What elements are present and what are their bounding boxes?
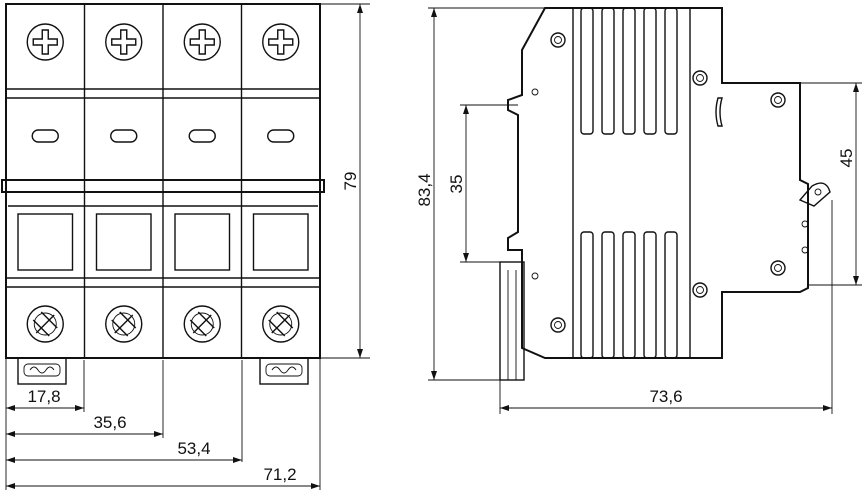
lower-fin xyxy=(601,231,615,359)
top-terminal-screw-icon xyxy=(262,23,300,61)
pole-window xyxy=(174,213,231,271)
bottom-terminal-screw-icon xyxy=(183,305,221,343)
din-clip-left xyxy=(17,357,67,385)
top-terminal-screw-icon xyxy=(183,23,221,61)
rivet-icon xyxy=(692,282,708,298)
pole-2 xyxy=(83,4,152,358)
dim-rail: 35 xyxy=(447,175,466,194)
pole-window xyxy=(17,213,74,271)
top-terminal-screw-icon xyxy=(105,23,143,61)
lever xyxy=(798,182,831,207)
label-slot xyxy=(110,129,138,143)
pole-3 xyxy=(162,4,231,358)
side-view xyxy=(499,7,831,381)
pole-1 xyxy=(17,23,74,343)
front-view xyxy=(1,3,325,385)
dim-two-poles: 35,6 xyxy=(93,413,126,432)
upper-fin xyxy=(580,7,594,135)
rivet-icon xyxy=(770,260,786,276)
dim-front-height: 45 xyxy=(837,149,856,168)
upper-fin xyxy=(601,7,615,135)
lower-fin xyxy=(580,231,594,359)
dim-four-poles: 71,2 xyxy=(263,465,296,484)
upper-fin xyxy=(664,7,678,135)
rivet-icon xyxy=(550,32,566,48)
pole-4 xyxy=(240,4,309,358)
lower-fin xyxy=(622,231,636,359)
side-dimensions: 83,4 35 45 73,6 xyxy=(415,7,862,414)
upper-fin xyxy=(622,7,636,135)
rivet-icon xyxy=(770,92,786,108)
bottom-terminal-screw-icon xyxy=(262,305,300,343)
label-slot xyxy=(188,129,216,143)
front-dimensions: 79 17,8 35,6 53,4 71,2 xyxy=(5,3,370,490)
dim-pole-width: 17,8 xyxy=(27,387,60,406)
pole-window xyxy=(95,213,152,271)
rivet-icon xyxy=(692,70,708,86)
dim-depth: 73,6 xyxy=(649,387,682,406)
lower-fin xyxy=(643,231,657,359)
lower-fin xyxy=(664,231,678,359)
din-clip-right xyxy=(259,357,309,385)
dim-height-79: 79 xyxy=(341,172,360,191)
dim-overall-height: 83,4 xyxy=(415,173,434,206)
bottom-terminal-screw-icon xyxy=(26,305,64,343)
label-slot xyxy=(31,129,59,143)
side-body-outline xyxy=(507,7,809,359)
label-slot xyxy=(267,129,295,143)
bottom-terminal-screw-icon xyxy=(105,305,143,343)
pole-window xyxy=(252,213,309,271)
top-terminal-screw-icon xyxy=(26,23,64,61)
rivet-icon xyxy=(550,317,566,333)
upper-fin xyxy=(643,7,657,135)
rail-clip xyxy=(499,261,525,381)
dim-three-poles: 53,4 xyxy=(177,439,210,458)
